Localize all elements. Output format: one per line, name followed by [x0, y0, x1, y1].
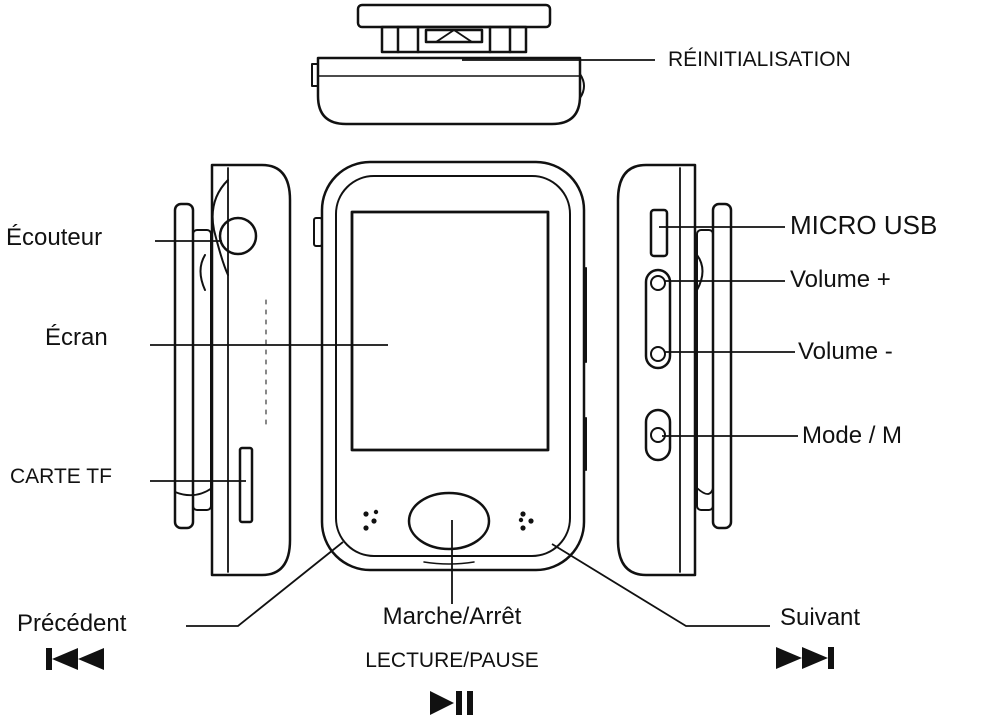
- speaker-grilles: [363, 509, 534, 531]
- reset-label: RÉINITIALISATION: [668, 48, 851, 71]
- power-label: Marche/Arrêt: [382, 603, 522, 630]
- screen-label: Écran: [45, 324, 108, 351]
- leader-lines: [150, 59, 798, 627]
- next-track-icon: [776, 647, 834, 669]
- tf-card-label: CARTE TF: [10, 465, 112, 488]
- volume-down-label: Volume -: [798, 338, 893, 365]
- previous-track-icon: [46, 648, 104, 670]
- micro-usb-label: MICRO USB: [790, 210, 938, 240]
- mode-label: Mode / M: [802, 422, 903, 449]
- device-top-view: [311, 3, 585, 126]
- next-label: Suivant: [780, 604, 861, 631]
- play-pause-label: LECTURE/PAUSE: [365, 649, 539, 672]
- earphone-jack-label: Écouteur: [6, 224, 103, 251]
- device-front-view: [313, 160, 587, 572]
- volume-up-label: Volume +: [790, 266, 891, 293]
- device-left-side-view: [173, 163, 292, 577]
- play-pause-icon: [430, 691, 473, 715]
- previous-label: Précédent: [17, 610, 127, 637]
- device-right-side-view: [616, 163, 733, 577]
